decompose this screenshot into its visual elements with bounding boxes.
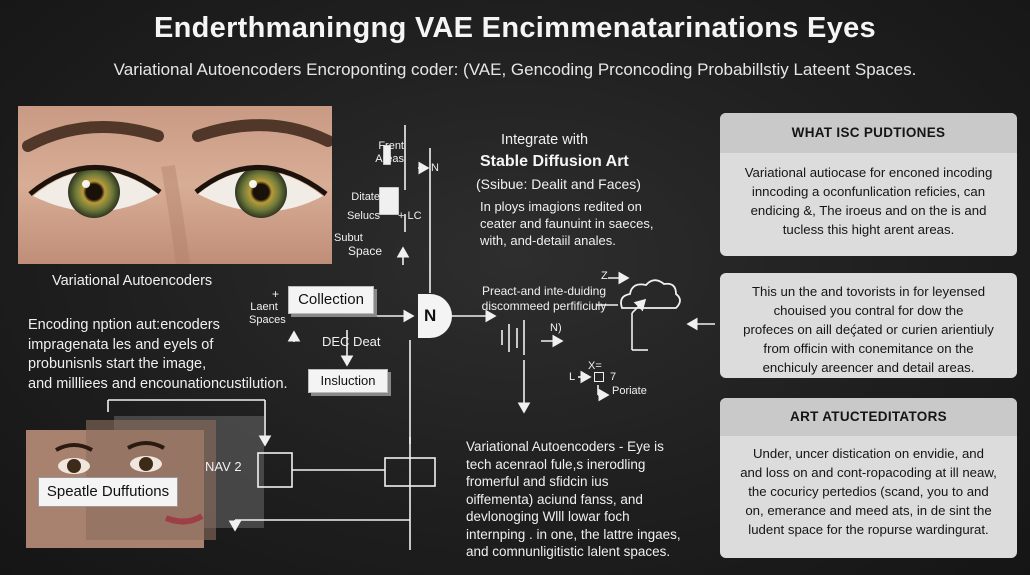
subut-label-line: Subut [334,232,363,244]
panel-heading: WHAT ISC PUDTIONES [720,113,1017,153]
frent-label-line: Areas [375,153,404,165]
panel-line: on, emerance and meed ats, in de sint th… [745,503,992,518]
panel-heading: ART ATUCTEDITATORS [720,398,1017,436]
z-label: Z [601,270,608,282]
insluction-box: Insluction [308,369,388,393]
integrate-body-line: with, and-detaiil anales. [480,233,616,248]
page-subtitle: Variational Autoencoders Encroponting co… [113,60,917,79]
space-label-line: Space [348,244,383,258]
frent-areas-label: Frent Areas [368,140,404,166]
page-title: Enderthmaningng VAE Encimmenatarinations… [153,12,876,44]
left-description-line: probunisnls start the image, [28,356,207,372]
integrate-body: In ploys imagions redited on ceater and … [480,198,653,249]
info-panel-3: ART ATUCTEDITATORS Under, uncer disticat… [720,398,1017,558]
panel-line: from officin with conemitance on the [763,341,974,356]
laent-spaces-label: Laent Spaces [249,301,286,327]
node-n-label: N [424,306,437,325]
panel-line: inncoding a oconfunlication reficies, ca… [751,184,986,199]
panel-line: enchiculy areencer and detail areas. [762,360,975,375]
panel-line: ludent space for the ropurse wardingurat… [748,522,989,537]
n-label: N [431,162,439,174]
panel-line: the cocuricy pertedios (scand, you to an… [748,484,989,499]
center-bottom-line: fromerful and sfidcin ius [466,474,609,489]
integrate-body-line: In ploys imagions redited on [480,199,642,214]
center-bottom-line: internping . in one, the lattre ingaes, [466,526,681,542]
small-diag-box [594,372,604,382]
panel-body: This un the and tovorists in for leyense… [720,273,1017,377]
subut-space-label: Subut Space [334,232,382,258]
plus-mark: + [272,287,280,301]
info-panel-1: WHAT ISC PUDTIONES Variational autiocase… [720,113,1017,256]
left-description-line: impragenata les and eyels of [28,336,214,353]
integrate-intro: Integrate with [501,132,589,148]
eyes-photo [18,106,332,264]
lc-label-text: LC [407,210,422,222]
collage-label: Speatle Duffutions [38,477,178,507]
preact-label: Preact-and inte-duiding discommeed perfi… [474,284,614,314]
center-bottom-line: Variational Autoencoders - Eye is [466,439,664,454]
panel-body: Variational autiocase for enconed incodi… [720,153,1017,239]
panel-line: and loss on and cont-ropacoding at ill n… [740,465,997,480]
panel-line: tucless this hight arent areas. [782,222,955,237]
preact-line: discommeed perfificiuly [481,299,607,313]
panel-line: Under, uncer distication on envidie, and [753,446,984,461]
center-bottom-line: and comnunligitistic lalent spaces. [466,544,671,559]
preact-line: Preact-and inte-duiding [481,284,607,298]
integrate-title: Stable Diffusion Art [480,153,629,170]
photo-caption: Variational Autoencoders [52,273,213,289]
n2-label: N) [550,322,562,334]
center-bottom-line: tech acenraol fule,s inerodling [466,456,646,472]
ditate-selucs-label: Ditate Selucs [346,191,380,223]
frent-label-line: Frent [378,140,404,152]
panel-line: Variational autiocase for enconed incodi… [744,165,993,180]
center-bottom-line: oiffementa) aciund fanss, and [466,491,643,507]
laent-label-line: Laent [250,301,278,313]
small-diag-poriate: Poriate [612,385,647,397]
collection-box: Collection [288,286,374,314]
panel-line: This un the and tovorists in for leyense… [751,284,986,299]
small-diag-l: L [569,371,576,383]
info-panel-2: This un the and tovorists in for leyense… [720,273,1017,378]
left-description: Encoding nption aut:encoders impragenata… [28,316,288,394]
dec-deat-label: DEC Deat [322,334,381,349]
nav-label: NAV 2 [205,459,242,474]
panel-line: endicing &, The iroeus and on the is and [750,203,987,218]
lc-label: + LC [398,210,422,222]
panel-line: chouised you contral for dow the [773,303,964,318]
selucs-label-line: Selucs [346,210,380,222]
small-diag-x: X= [588,360,602,372]
integrate-body-line: ceater and faunuint in saeces, [480,216,654,231]
integrate-subtitle: (Ssibue: Dealit and Faces) [476,176,641,192]
ditate-label-line: Ditate [351,191,380,203]
panel-body: Under, uncer distication on envidie, and… [720,436,1017,539]
center-bottom-text: Variational Autoencoders - Eye is tech a… [466,438,681,561]
panel-line: profeces on aill deḉated or curien arien… [743,322,994,337]
small-diag-7: 7 [610,371,617,383]
left-description-line: Encoding nption aut:encoders [28,317,220,333]
left-description-line: and millliees and encounationcustilution… [28,375,288,392]
center-bottom-line: devlonoging Wlll lowar foch [466,509,630,524]
spaces-label-line: Spaces [249,314,286,326]
